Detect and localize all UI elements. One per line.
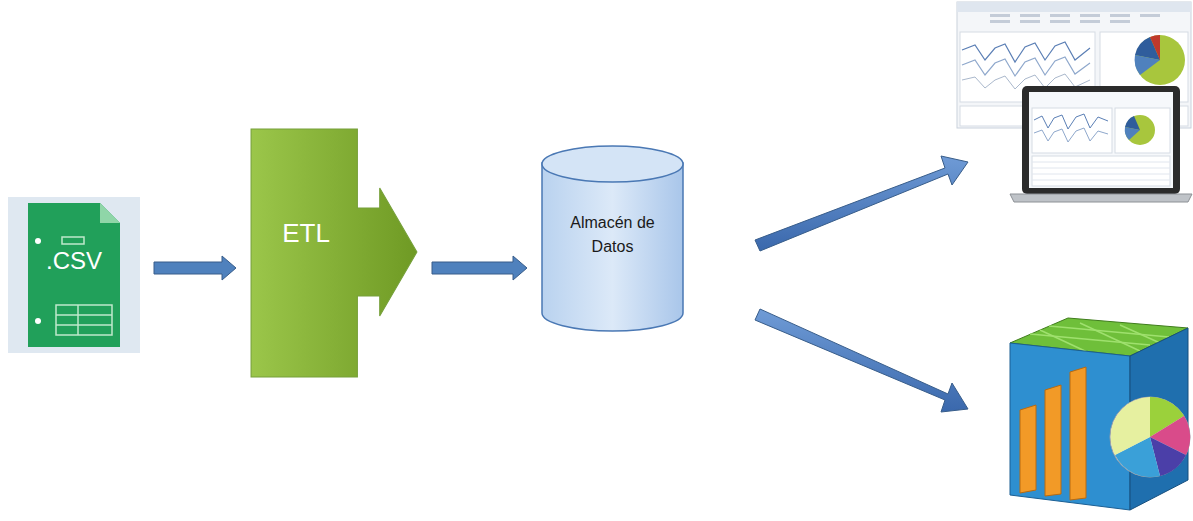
process-label: ETL bbox=[250, 218, 362, 249]
laptop-illustration bbox=[1010, 86, 1192, 202]
output-arrow bbox=[755, 156, 968, 251]
node-shape bbox=[250, 128, 418, 378]
flow-arrow bbox=[154, 256, 236, 280]
flow-arrow bbox=[432, 256, 527, 280]
node-shape bbox=[8, 197, 140, 353]
output-arrow bbox=[755, 309, 968, 412]
file-icon: .CSV bbox=[8, 197, 140, 353]
file-label: .CSV bbox=[32, 247, 116, 275]
database-label: Almacén de Datos bbox=[551, 211, 674, 259]
database-cylinder: Almacén de Datos bbox=[541, 145, 684, 332]
process-arrow: ETL bbox=[250, 128, 418, 378]
cube-icon bbox=[1010, 318, 1190, 510]
